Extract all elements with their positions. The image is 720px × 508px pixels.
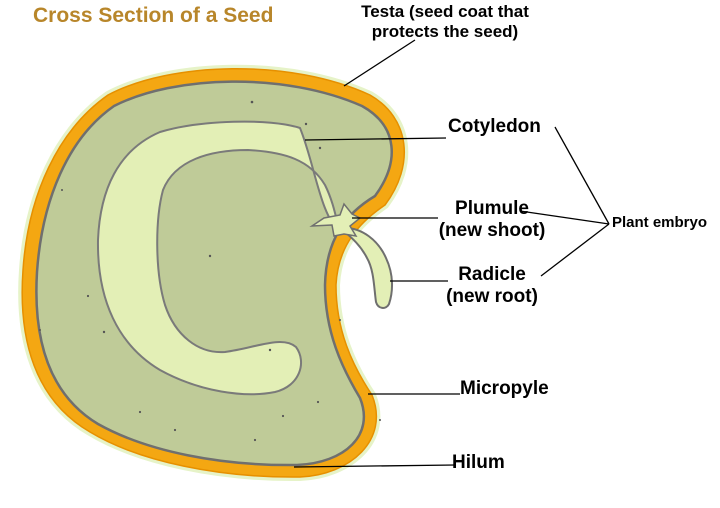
hilum-label: Hilum [452,452,505,473]
plumule-label-line-1: Plumule [455,198,529,219]
cotyledon-inner-band [96,120,341,396]
plumule-label: Plumule (new shoot) [438,198,546,242]
plumule-label-line-2: (new shoot) [438,219,546,241]
cotyledon-leader-line [304,137,447,141]
radicle-label: Radicle (new root) [440,264,544,308]
embryo-bracket-cotyledon [554,126,610,225]
testa-label-line-1: Testa (seed coat that [361,2,529,21]
embryo-bracket-plumule [519,210,610,225]
cotyledon-label: Cotyledon [448,116,541,137]
testa-label-line-2: protects the seed) [371,21,519,41]
embryo-bracket-radicle [540,223,610,277]
plant-embryo-label: Plant embryo [612,214,708,231]
hilum-leader-line [293,464,456,468]
micropyle-label: Micropyle [460,378,549,399]
seed-speckles [39,100,381,442]
testa-label: Testa (seed coat that protects the seed) [340,2,550,41]
testa-leader-line [343,39,416,87]
radicle-shape [344,226,393,309]
radicle-label-line-1: Radicle [458,264,526,285]
radicle-label-line-2: (new root) [446,285,538,307]
plumule-shape [309,202,362,238]
leader-lines [293,39,610,468]
diagram-title: Cross Section of a Seed [33,4,274,27]
